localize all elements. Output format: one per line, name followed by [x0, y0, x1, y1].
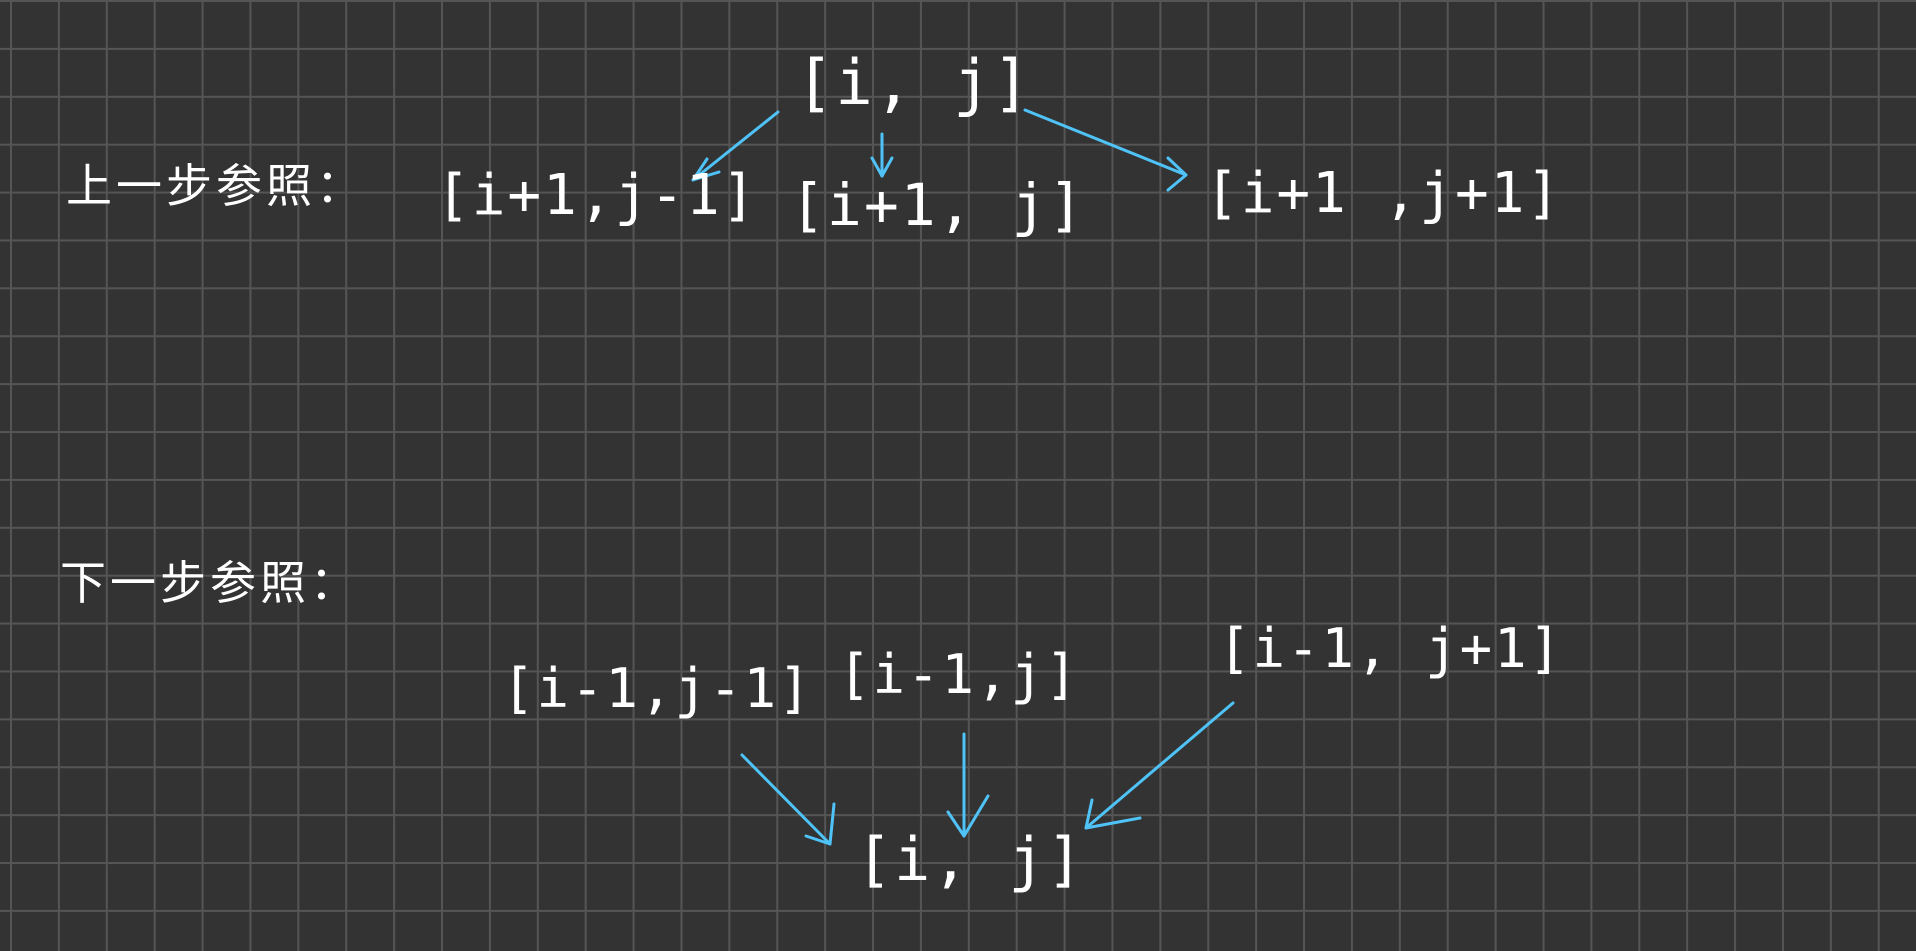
bottom-node-middle: [i-1,j] [838, 643, 1080, 706]
arrow-top-left-head [691, 157, 721, 182]
bottom-node-right: [i-1, j+1] [1218, 617, 1564, 680]
top-center-node: [i, j] [796, 46, 1032, 119]
arrow-top-left [691, 110, 780, 182]
arrow-bottom-left-head [804, 802, 836, 846]
arrow-top-middle-head [870, 156, 894, 178]
arrow-bottom-left [740, 753, 832, 846]
arrow-top-right-head [1166, 156, 1188, 192]
top-label: 上一步参照： [66, 159, 366, 213]
arrow-bottom-right [1084, 701, 1235, 830]
top-node-middle: [i+1, j] [790, 171, 1086, 239]
top-node-right: [i+1 ,j+1] [1205, 161, 1563, 226]
top-node-left: [i+1,j-1] [436, 163, 758, 228]
bottom-node-left: [i-1,j-1] [502, 657, 813, 720]
arrow-top-right [1023, 108, 1188, 177]
arrow-bottom-middle-head [946, 794, 990, 838]
bottom-center-node: [i, j] [856, 825, 1085, 895]
arrow-bottom-right-head [1084, 798, 1142, 830]
bottom-label: 下一步参照： [60, 556, 360, 610]
